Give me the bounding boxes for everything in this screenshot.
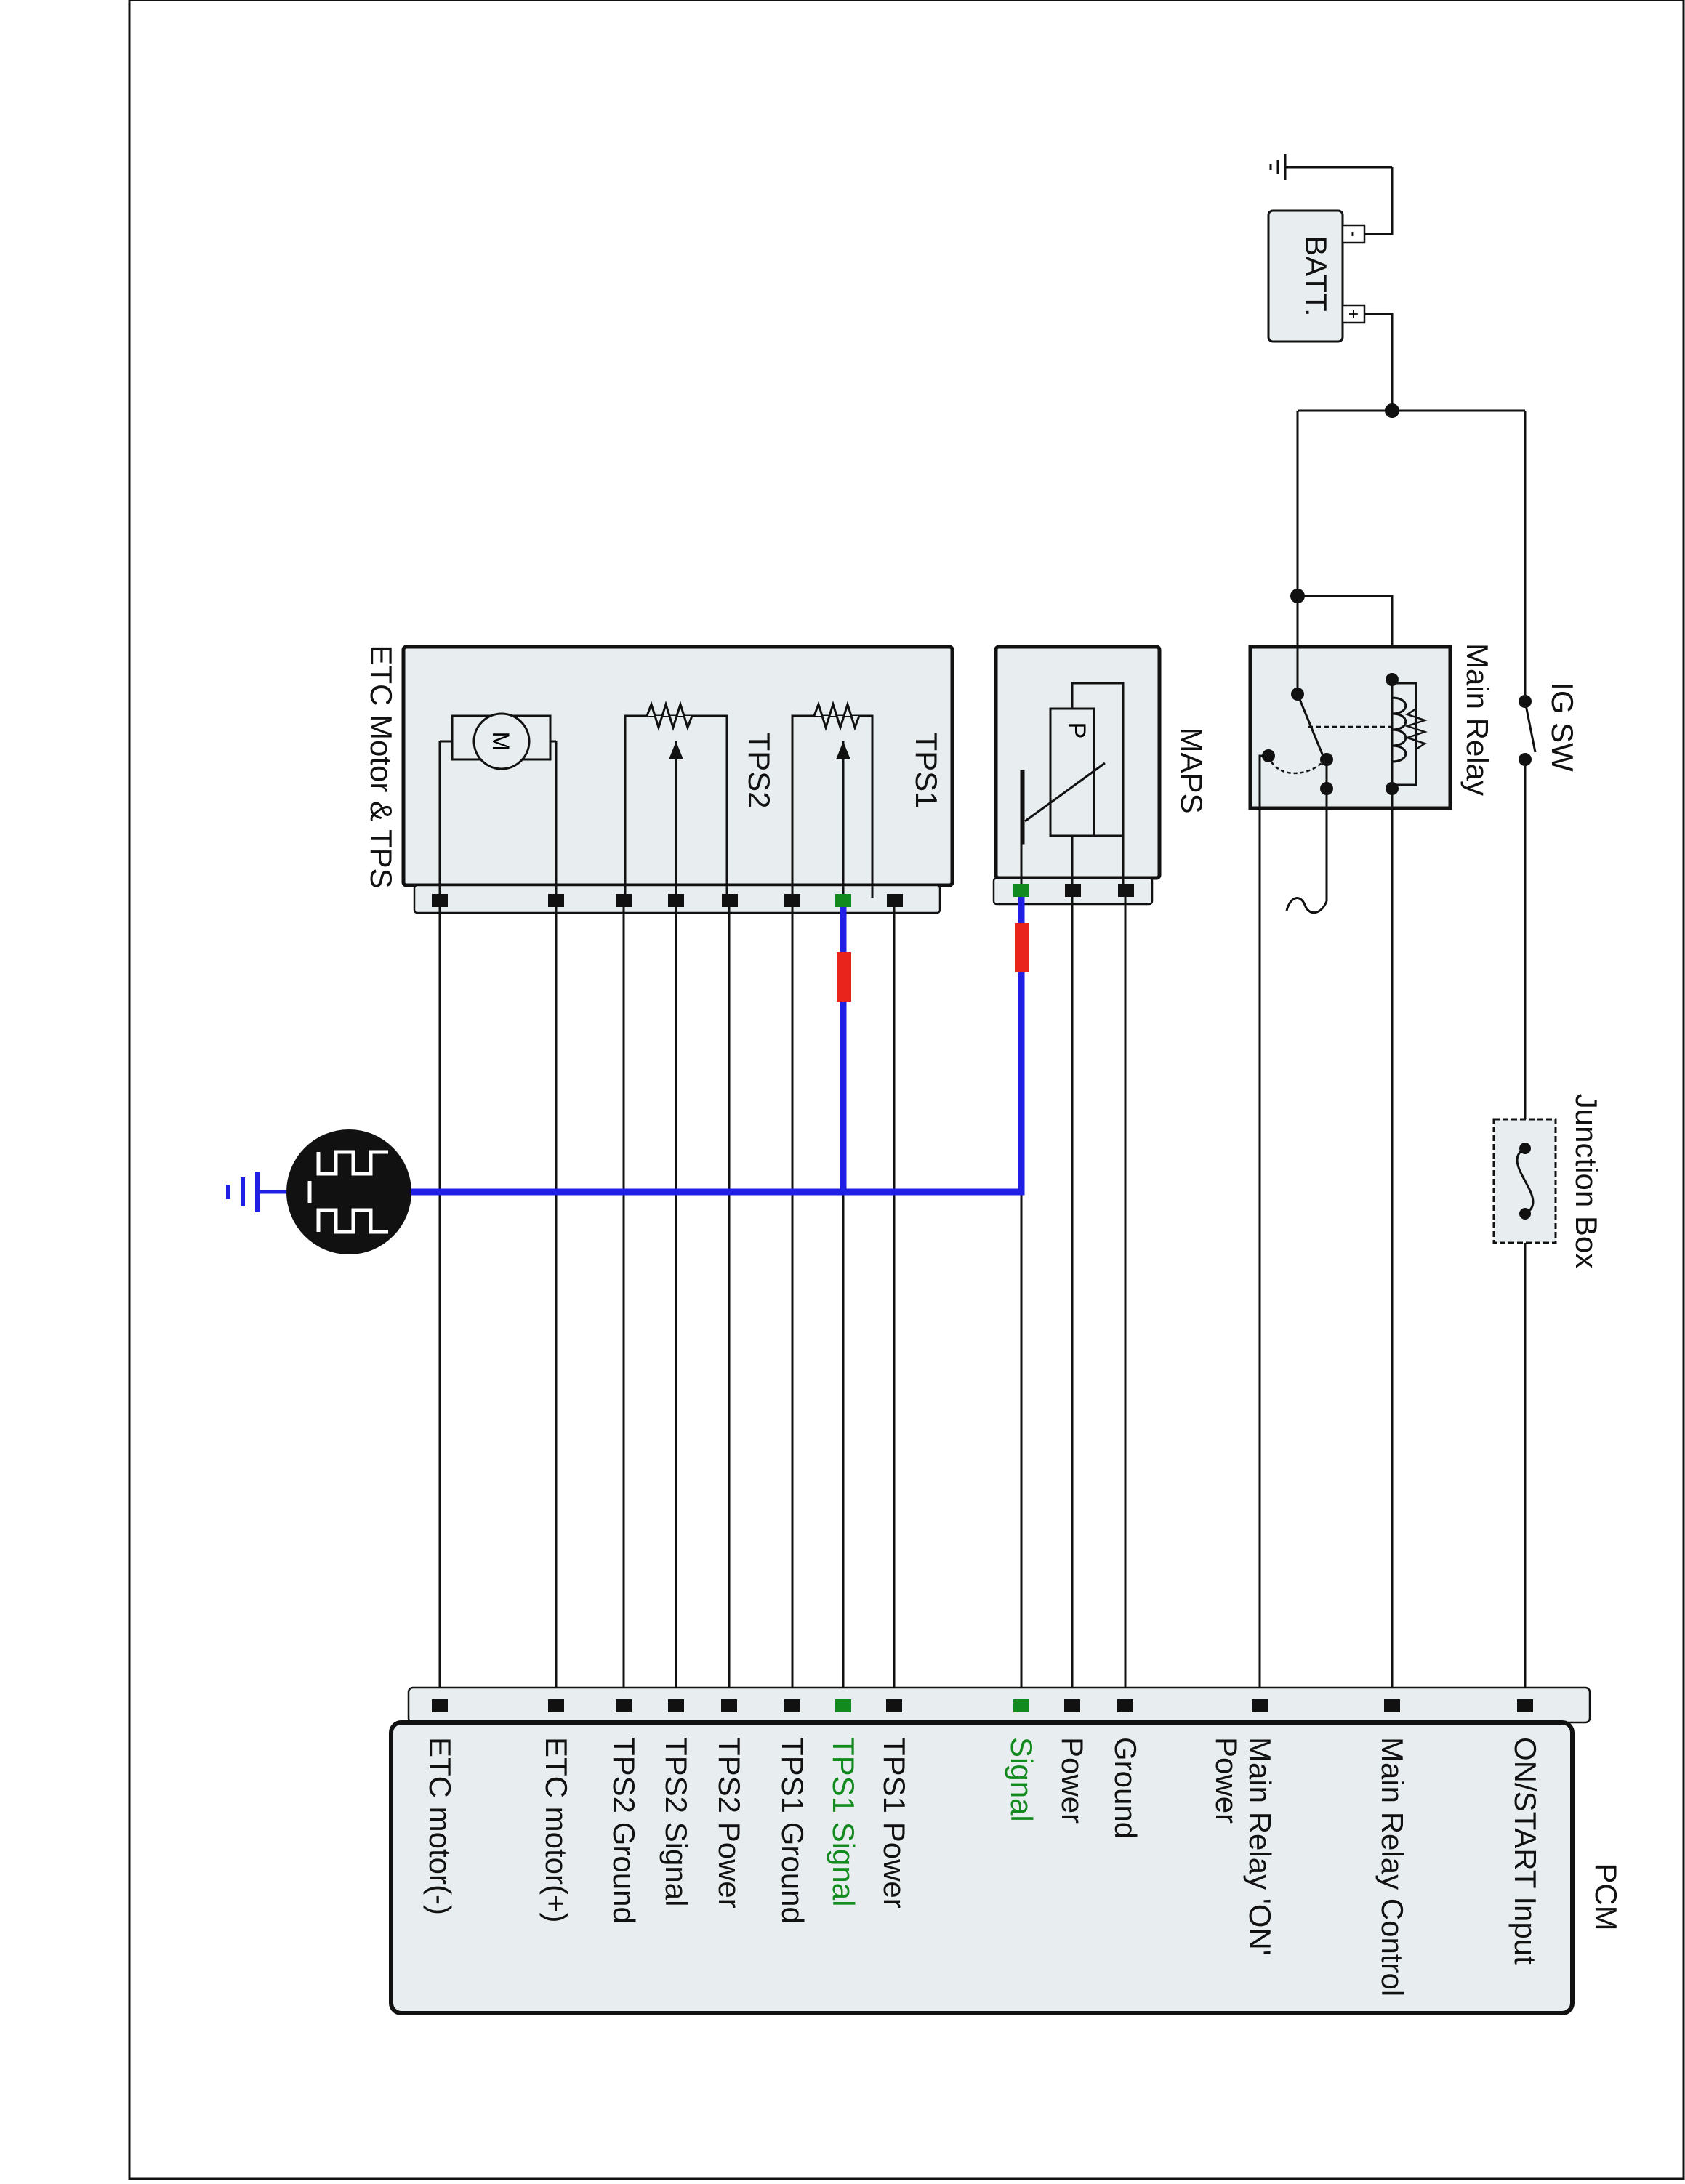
tps2-potentiometer: TPS2 (624, 700, 776, 898)
pcm-pin-layer: ON/START Input Main Relay Control Main Rel… (423, 1699, 1543, 1996)
pcm-pin (1117, 1699, 1133, 1712)
pcm-pin (616, 1699, 632, 1712)
pcm-pin-label: Power (1055, 1737, 1090, 1824)
pcm-pin-label: TPS2 Signal (659, 1737, 693, 1906)
pcm-pin-label: TPS1 Signal (827, 1737, 861, 1906)
pcm-pin (548, 1699, 564, 1712)
pcm-pin-label: TPS1 Power (877, 1737, 912, 1909)
motor-letter: M (488, 732, 514, 751)
maps-sensor: P MAPS (992, 645, 1209, 906)
tps2-label: TPS2 (742, 732, 776, 808)
pcm-pin-label: Ground (1109, 1737, 1143, 1839)
chassis-ground-icon (286, 1129, 411, 1254)
pcm-pin-label: Signal (1005, 1737, 1039, 1822)
pcm-pin (1252, 1699, 1268, 1712)
junction-box: Junction Box (1492, 1094, 1604, 1268)
pcm-pin (1384, 1699, 1400, 1712)
pcm-pin (1517, 1699, 1533, 1712)
etc-motor-tps: TPS1 TPS2 M ETC Motor & TPS (364, 645, 954, 914)
pcm-pin-label: TPS2 Power (712, 1737, 747, 1909)
fault-marker (837, 952, 851, 1002)
etc-label: ETC Motor & TPS (364, 645, 398, 888)
tps1-potentiometer: TPS1 (791, 700, 944, 898)
junction-box-label: Junction Box (1569, 1094, 1604, 1268)
pcm-pin (784, 1699, 800, 1712)
battery-plus-label: + (1343, 309, 1363, 319)
pcm-module: PCM (389, 1686, 1623, 2015)
ground-symbol (1269, 154, 1392, 180)
sensor-connector-pins (432, 884, 1134, 907)
battery-minus-label: - (1343, 231, 1363, 237)
etc-motor: M (438, 712, 558, 898)
ig-switch-label: IG SW (1545, 682, 1580, 772)
pcm-pin-label: Power (1210, 1737, 1244, 1824)
pcm-pin-label: TPS1 Ground (776, 1737, 810, 1924)
main-relay: Main Relay (1248, 596, 1495, 810)
pcm-pin-label: TPS2 Ground (607, 1737, 641, 1924)
pcm-pin-label: ON/START Input (1508, 1737, 1543, 1965)
pcm-pin-label: ETC motor(-) (423, 1737, 457, 1915)
fault-marker (1015, 923, 1029, 972)
pcm-pin (668, 1699, 684, 1712)
battery: - + BATT. (1267, 209, 1366, 343)
pcm-pin-label: Main Relay 'ON' (1243, 1737, 1277, 1956)
pcm-pin-label: ETC motor(+) (539, 1737, 574, 1923)
maps-label: MAPS (1175, 727, 1209, 813)
maps-sensor-letter: P (1063, 722, 1090, 739)
junction-dot (1385, 403, 1399, 418)
pcm-pin (432, 1699, 448, 1712)
main-relay-label: Main Relay (1460, 643, 1495, 796)
pcm-pin (835, 1699, 851, 1712)
pcm-pin (1064, 1699, 1080, 1712)
pcm-pin (1013, 1699, 1029, 1712)
pcm-label: PCM (1589, 1863, 1623, 1930)
pcm-pin (886, 1699, 902, 1712)
ig-switch: IG SW (1519, 411, 1580, 772)
pcm-pin-label: Main Relay Control (1375, 1737, 1409, 1996)
tps1-label: TPS1 (909, 732, 944, 808)
short-to-ground-path (226, 891, 1029, 1254)
battery-label: BATT. (1299, 235, 1333, 316)
pcm-pin (721, 1699, 737, 1712)
page-border (128, 0, 1685, 2180)
